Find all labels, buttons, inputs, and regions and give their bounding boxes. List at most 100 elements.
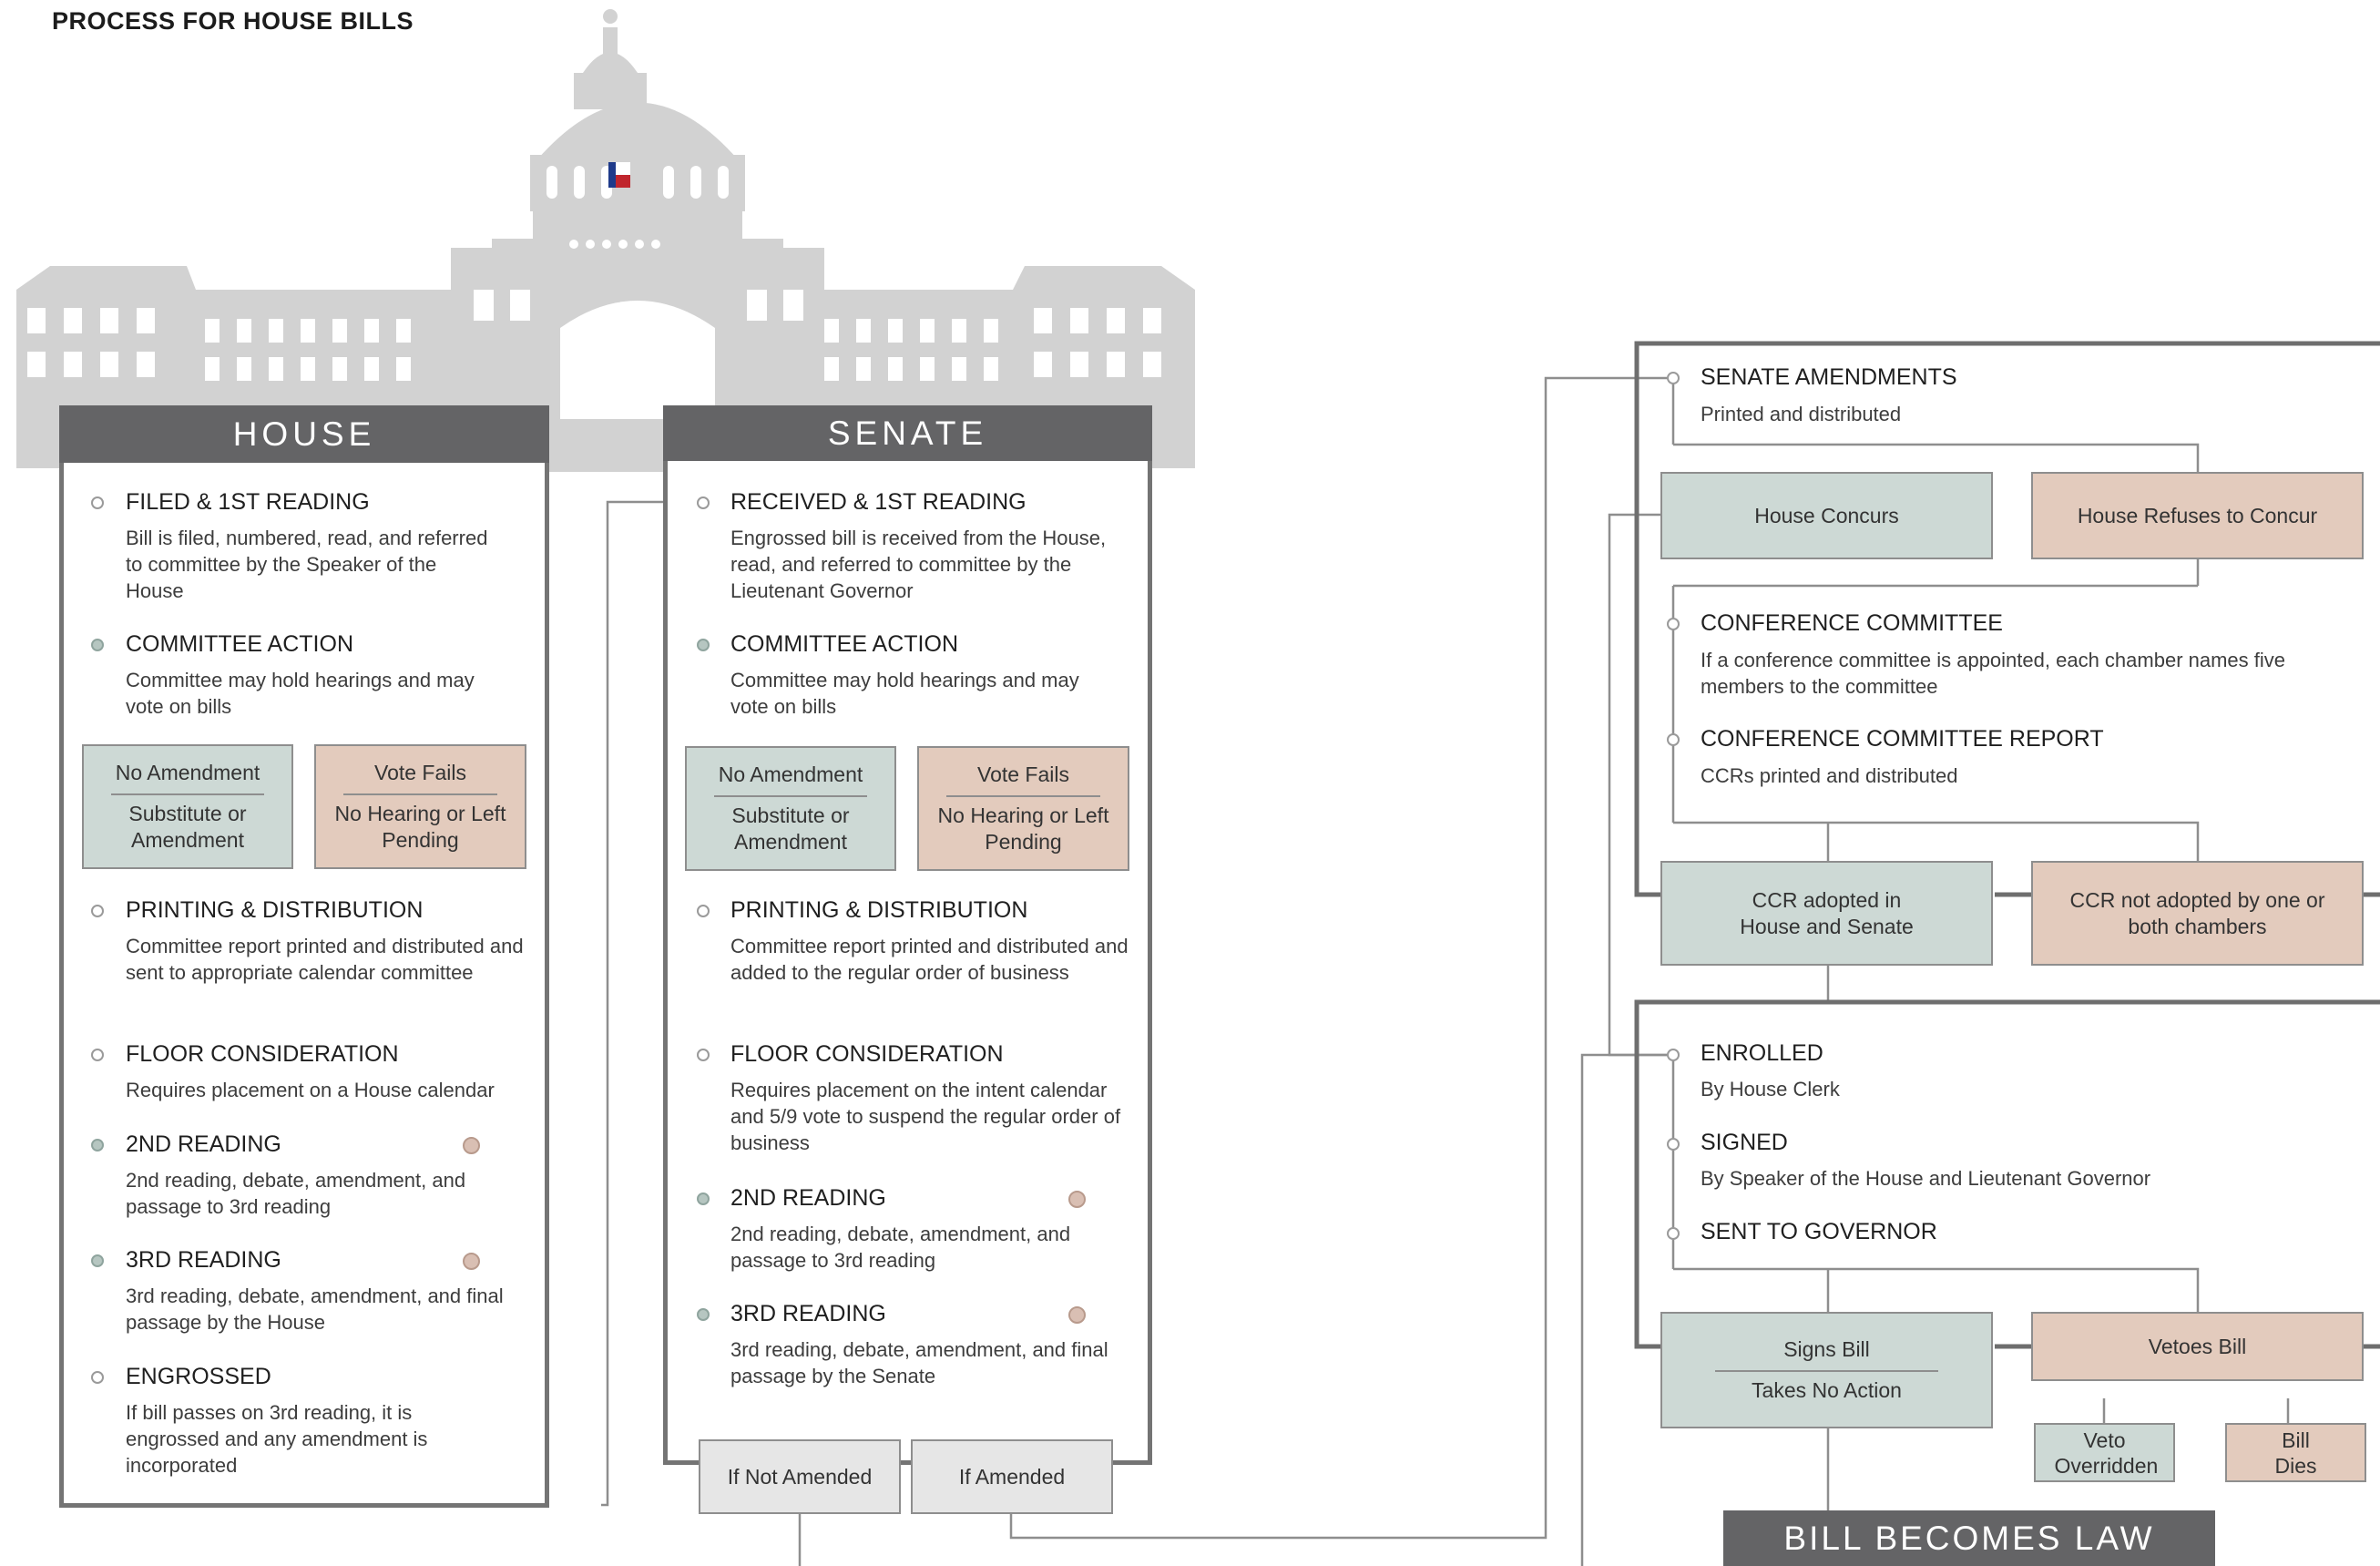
if-amended-box: If Amended [911, 1439, 1113, 1514]
senate-step-dot [697, 1308, 710, 1321]
final-step-dot [1667, 733, 1680, 746]
final-step-dot [1667, 1138, 1680, 1151]
senate-step-desc: Committee may hold hearings and may vote… [730, 669, 1079, 718]
house-step-desc: 3rd reading, debate, amendment, and fina… [126, 1285, 504, 1334]
senate-step-dot [697, 1192, 710, 1205]
senate-substitute-label: Substitute or Amendment [731, 803, 850, 854]
house-step-desc: Committee may hold hearings and may vote… [126, 669, 475, 718]
house-refuses-box: House Refuses to Concur [2031, 472, 2364, 559]
house-panel [59, 405, 549, 1508]
ccr-adopted-label: CCR adopted in House and Senate [1740, 887, 1914, 938]
sent-to-governor-title: SENT TO GOVERNOR [1701, 1219, 1937, 1244]
house-step-dot [91, 1254, 104, 1267]
vetoes-bill-box: Vetoes Bill [2031, 1312, 2364, 1381]
bill-dies-box: Bill Dies [2225, 1423, 2366, 1482]
veto-overridden-box: Veto Overridden [2034, 1423, 2175, 1482]
box-divider [110, 793, 265, 795]
house-step-desc: Requires placement on a House calendar [126, 1079, 495, 1101]
house-substitute-label: Substitute or Amendment [128, 802, 247, 852]
senate-step-title: COMMITTEE ACTION [730, 631, 958, 657]
house-header: HOUSE [59, 405, 549, 463]
conference-committee-desc: If a conference committee is appointed, … [1701, 649, 2286, 698]
box-divider [713, 795, 868, 797]
senate-no-amendment-label: No Amendment [718, 763, 863, 786]
senate-step-dot [697, 1049, 710, 1061]
house-step-desc: If bill passes on 3rd reading, it is eng… [126, 1401, 428, 1477]
senate-panel [663, 405, 1152, 1465]
house-step-desc: Committee report printed and distributed… [126, 935, 524, 984]
house-committee-pass-box: No Amendment Substitute or Amendment [82, 744, 293, 869]
senate-step-title: 2ND READING [730, 1185, 886, 1211]
house-step-dot [91, 1049, 104, 1061]
house-step-title: FLOOR CONSIDERATION [126, 1041, 399, 1067]
ccr-not-adopted-label: CCR not adopted by one or both chambers [2069, 887, 2325, 938]
texas-flag-icon [608, 162, 630, 188]
final-step-dot [1667, 1227, 1680, 1240]
senate-step-dot [697, 639, 710, 651]
house-step-title: COMMITTEE ACTION [126, 631, 353, 657]
house-step-desc: 2nd reading, debate, amendment, and pass… [126, 1169, 466, 1218]
house-step-title: ENGROSSED [126, 1364, 271, 1389]
final-step-dot [1667, 372, 1680, 384]
house-step-dot [91, 496, 104, 509]
conference-report-title: CONFERENCE COMMITTEE REPORT [1701, 726, 2104, 752]
final-step-dot [1667, 618, 1680, 630]
senate-amendments-title: SENATE AMENDMENTS [1701, 364, 1957, 390]
bill-becomes-law-banner: BILL BECOMES LAW [1723, 1510, 2215, 1566]
senate-no-hearing-label: No Hearing or Left Pending [937, 803, 1109, 854]
senate-step-title: RECEIVED & 1ST READING [730, 489, 1027, 515]
senate-committee-pass-box: No Amendment Substitute or Amendment [685, 746, 896, 871]
senate-committee-fail-box: Vote Fails No Hearing or Left Pending [917, 746, 1129, 871]
house-step-desc: Bill is filed, numbered, read, and refer… [126, 527, 488, 602]
if-not-amended-box: If Not Amended [699, 1439, 901, 1514]
house-step-title: FILED & 1ST READING [126, 489, 370, 515]
signed-desc: By Speaker of the House and Lieutenant G… [1701, 1167, 2151, 1190]
enrolled-desc: By House Clerk [1701, 1078, 1840, 1100]
amendment-marker-icon [1068, 1306, 1086, 1324]
page-title: PROCESS FOR HOUSE BILLS [52, 7, 414, 35]
veto-overridden-label: Veto Overridden [2054, 1428, 2159, 1478]
amendment-marker-icon [1068, 1191, 1086, 1208]
senate-step-desc: 2nd reading, debate, amendment, and pass… [730, 1223, 1071, 1272]
signs-bill-label: Signs Bill [1783, 1337, 1870, 1361]
bill-dies-label: Bill Dies [2274, 1428, 2317, 1478]
box-divider [342, 793, 498, 795]
box-divider [945, 795, 1101, 797]
senate-step-title: PRINTING & DISTRIBUTION [730, 897, 1028, 923]
final-step-dot [1667, 1049, 1680, 1061]
house-vote-fails-label: Vote Fails [374, 761, 466, 784]
senate-amendments-desc: Printed and distributed [1701, 403, 1902, 425]
house-no-amendment-label: No Amendment [115, 761, 260, 784]
ccr-adopted-box: CCR adopted in House and Senate [1660, 861, 1993, 966]
senate-step-desc: Requires placement on the intent calenda… [730, 1079, 1121, 1154]
senate-step-dot [697, 905, 710, 917]
box-divider [1714, 1370, 1939, 1372]
enrolled-title: ENROLLED [1701, 1040, 1823, 1066]
senate-step-desc: 3rd reading, debate, amendment, and fina… [730, 1338, 1108, 1387]
senate-step-dot [697, 496, 710, 509]
house-no-hearing-label: No Hearing or Left Pending [334, 802, 506, 852]
amendment-marker-icon [463, 1137, 480, 1154]
house-step-dot [91, 639, 104, 651]
house-committee-fail-box: Vote Fails No Hearing or Left Pending [314, 744, 526, 869]
ccr-not-adopted-box: CCR not adopted by one or both chambers [2031, 861, 2364, 966]
senate-step-desc: Engrossed bill is received from the Hous… [730, 527, 1107, 602]
house-step-title: PRINTING & DISTRIBUTION [126, 897, 424, 923]
house-step-dot [91, 1139, 104, 1151]
conference-report-desc: CCRs printed and distributed [1701, 764, 1958, 787]
house-step-title: 3RD READING [126, 1247, 281, 1273]
takes-no-action-label: Takes No Action [1752, 1378, 1902, 1402]
house-step-title: 2ND READING [126, 1131, 281, 1157]
senate-step-title: 3RD READING [730, 1301, 886, 1326]
capitol-building-illustration [16, 9, 1195, 472]
senate-vote-fails-label: Vote Fails [977, 763, 1069, 786]
signed-title: SIGNED [1701, 1130, 1788, 1155]
signs-bill-box: Signs Bill Takes No Action [1660, 1312, 1993, 1428]
senate-header: SENATE [663, 405, 1152, 461]
house-concurs-box: House Concurs [1660, 472, 1993, 559]
conference-committee-title: CONFERENCE COMMITTEE [1701, 610, 2003, 636]
amendment-marker-icon [463, 1253, 480, 1270]
senate-step-title: FLOOR CONSIDERATION [730, 1041, 1004, 1067]
senate-step-desc: Committee report printed and distributed… [730, 935, 1129, 984]
house-step-dot [91, 1371, 104, 1384]
